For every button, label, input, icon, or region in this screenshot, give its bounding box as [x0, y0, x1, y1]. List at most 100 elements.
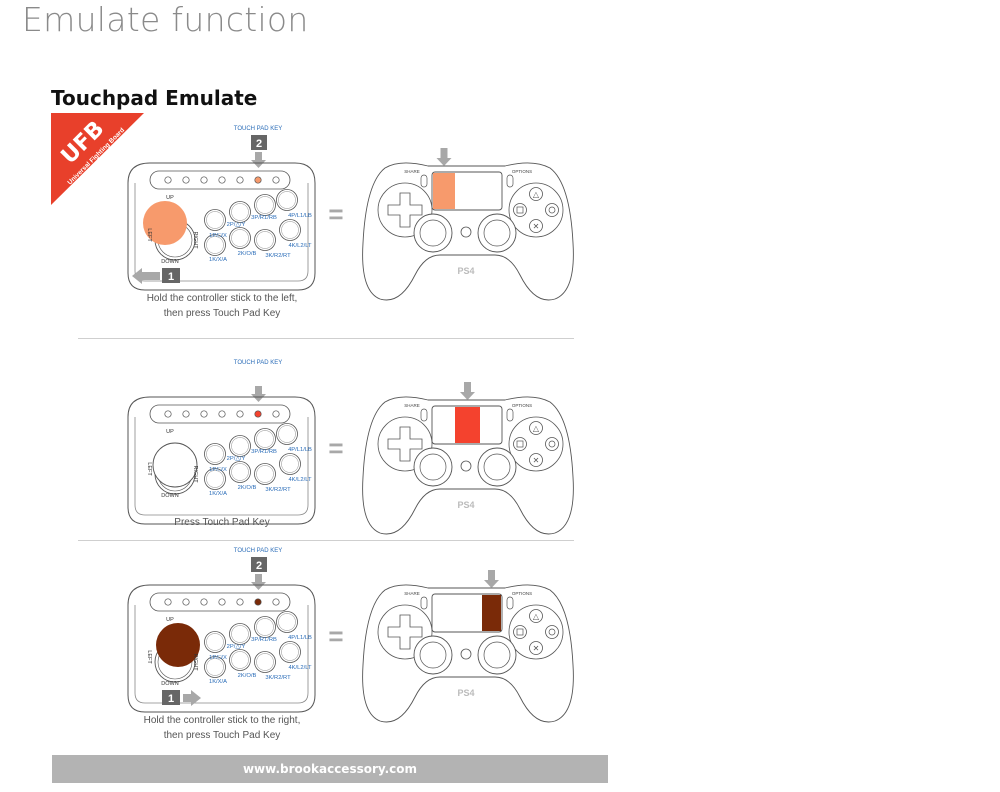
action-button — [276, 423, 298, 445]
caption-line: Hold the controller stick to the right, — [144, 715, 301, 726]
action-button-label: 4K/L2/LT — [288, 477, 312, 483]
face-buttons-ring — [508, 604, 564, 660]
face-buttons-ring — [508, 182, 564, 238]
action-button — [279, 453, 301, 475]
top-button — [200, 410, 208, 418]
action-button — [204, 443, 226, 465]
action-button-label: 4K/L2/LT — [288, 243, 312, 249]
share-button — [420, 408, 428, 422]
share-label: SHARE — [404, 403, 420, 408]
touchpad-highlight — [482, 595, 501, 631]
badge-triangle — [51, 113, 144, 205]
circle-glyph — [548, 440, 556, 448]
action-button-inner — [256, 653, 274, 671]
caption-line: then press Touch Pad Key — [164, 308, 281, 319]
step-box-stick — [162, 268, 180, 283]
touch-pad-key-label: TOUCH PAD KEY — [234, 360, 282, 366]
action-button-label: 3P/R1/RB — [251, 449, 277, 455]
action-button-label: 1P/□/X — [209, 467, 227, 473]
action-button — [204, 209, 226, 231]
options-label: OPTIONS — [512, 169, 532, 174]
action-button — [204, 468, 226, 490]
touch-pad-key-label: TOUCH PAD KEY — [234, 548, 282, 554]
action-button-inner — [281, 455, 299, 473]
caption-line: Press Touch Pad Key — [174, 517, 269, 528]
down-arrow-icon — [251, 574, 266, 590]
action-button-inner — [278, 425, 296, 443]
action-button-label: 1P/□/X — [209, 655, 227, 661]
step-number-touch: 2 — [256, 138, 262, 150]
share-button — [420, 596, 428, 610]
action-button — [254, 229, 276, 251]
ps4-label: PS4 — [457, 266, 474, 276]
action-button — [204, 234, 226, 256]
dpad-icon — [387, 192, 423, 228]
action-button — [229, 649, 251, 671]
step-box-stick — [162, 690, 180, 705]
action-button — [276, 611, 298, 633]
joystick-ball — [152, 442, 198, 488]
circle-glyph — [548, 206, 556, 214]
action-button-label: 2P/△/Y — [227, 222, 246, 228]
step-box-touch — [251, 135, 267, 150]
square-button-icon — [513, 203, 527, 217]
square-glyph — [516, 206, 524, 214]
action-button — [254, 651, 276, 673]
left-label: LEFT — [146, 462, 152, 476]
action-button-label: 3K/R2/RT — [265, 253, 291, 259]
fightstick-inner — [134, 605, 309, 704]
down-arrow-icon — [251, 152, 266, 168]
action-button-label: 1K/X/A — [209, 491, 227, 497]
up-label: UP — [166, 429, 174, 435]
action-button-label: 2P/△/Y — [227, 644, 246, 650]
down-label: DOWN — [161, 681, 178, 687]
top-button — [182, 410, 190, 418]
triangle-glyph: △ — [533, 190, 540, 199]
right-analog-stick-inner — [483, 219, 511, 247]
up-label: UP — [166, 617, 174, 623]
right-label: RIGHT — [192, 465, 198, 483]
divider — [78, 540, 574, 541]
options-label: OPTIONS — [512, 591, 532, 596]
left-analog-stick — [413, 213, 453, 253]
action-button-label: 3K/R2/RT — [265, 675, 291, 681]
action-button-inner — [256, 196, 274, 214]
joystick-ball — [143, 201, 187, 245]
action-button-inner — [231, 651, 249, 669]
action-button-inner — [206, 211, 224, 229]
action-button — [279, 219, 301, 241]
action-button-inner — [231, 229, 249, 247]
right-label: RIGHT — [192, 231, 198, 249]
top-button — [182, 176, 190, 184]
options-button — [506, 596, 514, 610]
cross-glyph: ✕ — [533, 222, 540, 231]
touch-pad-key-label: TOUCH PAD KEY — [234, 126, 282, 132]
left-analog-stick — [413, 447, 453, 487]
options-button — [506, 408, 514, 422]
action-button-label: 4P/L1/LB — [288, 213, 312, 219]
left-arrow-icon — [132, 268, 160, 284]
top-button-strip — [149, 592, 291, 612]
triangle-button-icon — [529, 609, 543, 623]
right-arrow-icon — [183, 690, 201, 706]
section-title: Touchpad Emulate — [51, 86, 258, 110]
action-button — [254, 428, 276, 450]
right-analog-stick-inner — [483, 641, 511, 669]
triangle-button-icon — [529, 421, 543, 435]
touchpad-highlight — [433, 173, 455, 209]
left-analog-stick-inner — [419, 641, 447, 669]
equals-sign: = — [328, 621, 343, 651]
action-button-label: 2K/O/B — [238, 485, 257, 491]
action-button-label: 2K/O/B — [238, 673, 257, 679]
top-button — [218, 598, 226, 606]
action-button-label: 2P/△/Y — [227, 456, 246, 462]
caption-line: then press Touch Pad Key — [164, 730, 281, 741]
top-button — [200, 176, 208, 184]
action-button-label: 3P/R1/RB — [251, 215, 277, 221]
top-button — [272, 598, 280, 606]
fightstick-outline — [127, 584, 316, 713]
triangle-glyph: △ — [533, 612, 540, 621]
